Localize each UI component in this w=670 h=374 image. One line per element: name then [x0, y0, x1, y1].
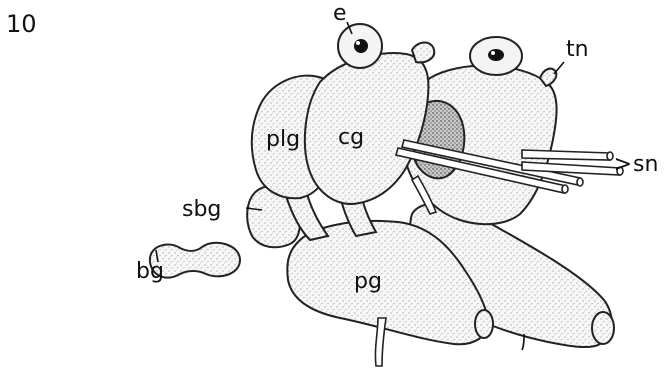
label-sn-bracket: > [614, 152, 632, 177]
cerebral-ganglion [305, 24, 436, 214]
label-bg: bg [136, 259, 164, 284]
leader-tn [554, 62, 564, 74]
eye-right-icon [470, 37, 522, 75]
label-plg: plg [266, 127, 300, 152]
label-pg: pg [354, 269, 382, 294]
label-sbg: sbg [182, 197, 221, 222]
label-e: e [333, 1, 347, 26]
label-sn: sn [633, 152, 658, 177]
eye-left-icon [338, 24, 382, 68]
label-tn: tn [566, 37, 589, 62]
label-cg: cg [338, 125, 364, 150]
figure-number: 10 [6, 10, 37, 38]
